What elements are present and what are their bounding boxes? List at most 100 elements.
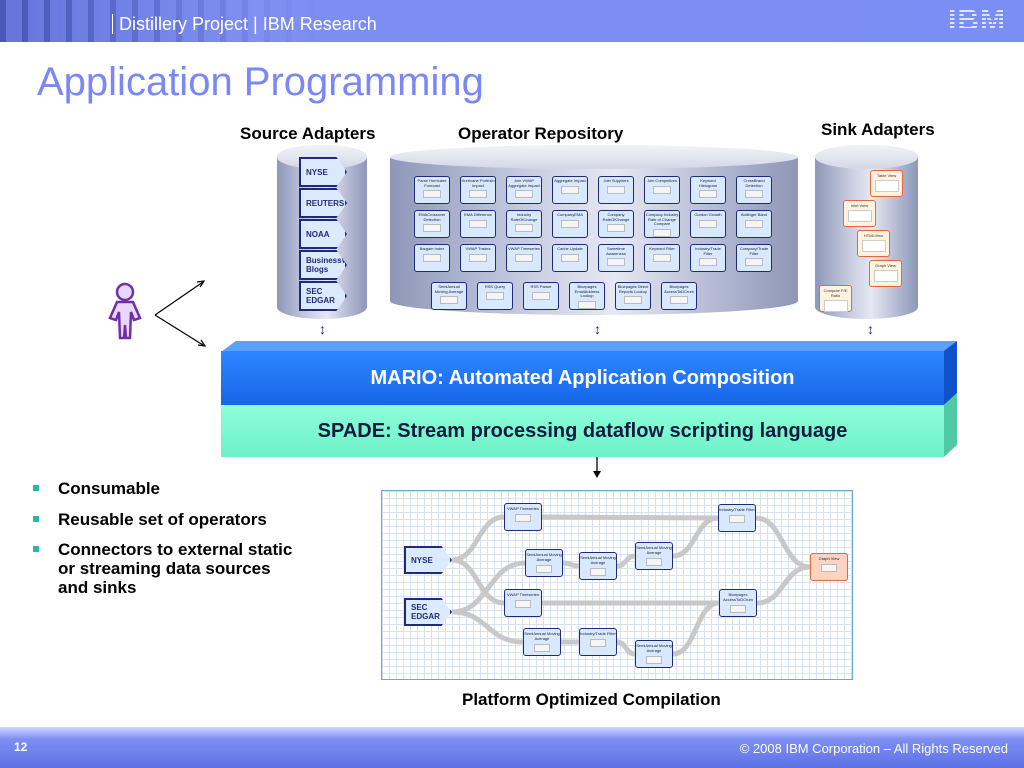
- operator-thumbnail-icon: [624, 296, 642, 304]
- flow-edge: [541, 514, 719, 521]
- operator-thumbnail-icon: [561, 219, 579, 228]
- flow-node-label: SemiAnnual Moving Average: [636, 545, 672, 555]
- flow-node-label: SemiAnnual Moving Average: [580, 555, 616, 565]
- operator-tile-label: RSS Parser: [530, 284, 552, 289]
- operator-thumbnail-icon: [745, 190, 763, 198]
- operator-tile-label: Join Suppliers: [603, 178, 629, 183]
- flow-node-label: SemiAnnual Moving Average: [636, 643, 672, 653]
- operator-tile-label: Bluepages Direct Reports Lookup: [617, 284, 649, 294]
- flow-edge: [755, 515, 811, 570]
- header-project: Distillery Project | IBM Research: [112, 14, 377, 34]
- operator-thumbnail-icon: [745, 219, 763, 228]
- source-adapter: NYSE: [299, 157, 347, 187]
- operator-tile: VWAP Timeseries: [506, 244, 542, 272]
- operator-tile: EMA Difference: [460, 210, 496, 238]
- operator-thumbnail-icon: [653, 185, 671, 194]
- flow-node-label: Graph View: [818, 556, 840, 561]
- operator-tile-label: Cache Update: [557, 246, 583, 251]
- flow-node: SemiAnnual Moving Average: [525, 549, 563, 577]
- bullet-item: Consumable: [33, 479, 303, 498]
- source-adapter: SEC EDGAR: [299, 281, 347, 311]
- operator-tile-label: Join VWAP Aggregate Impact: [508, 178, 540, 188]
- operator-tile: CrossBrand Detection: [736, 176, 772, 204]
- source-adapter: BusinessWeek Blogs: [299, 250, 347, 280]
- operator-tile: Company/Trade Filter: [736, 244, 772, 272]
- operator-tile-label: Bluepages EmailAddress Lookup: [574, 284, 600, 298]
- source-adapter: REUTERS: [299, 188, 347, 218]
- sink-adapter-label: Intel View: [850, 203, 869, 208]
- source-adapter-label: REUTERS: [306, 198, 345, 208]
- bullet-item: Connectors to external static or streami…: [33, 540, 303, 597]
- flow-edge: [672, 515, 719, 559]
- footer-bar: [0, 727, 1024, 768]
- flow-node: Graph View: [810, 553, 848, 581]
- sink-adapter: Graph View: [869, 260, 902, 287]
- operator-tile: Keyword Histogram: [690, 176, 726, 204]
- updown-arrow-icon: ↕: [594, 321, 601, 337]
- operator-tile-label: Hurricane Portfolio Impact: [461, 178, 495, 188]
- node-thumbnail-icon: [590, 639, 606, 647]
- operator-tile-label: Bargain Index: [419, 246, 445, 251]
- sink-adapter: Table View: [870, 170, 903, 197]
- flow-node: Industry/Trade Filter: [718, 504, 756, 532]
- source-adapters-label: Source Adapters: [240, 124, 376, 143]
- operator-thumbnail-icon: [532, 291, 550, 300]
- ibm-logo: IBM: [948, 6, 1016, 36]
- mario-bar: MARIO: Automated Application Composition: [221, 351, 944, 405]
- operator-thumbnail-icon: [607, 258, 625, 266]
- operator-tile-label: Industry RateOfChange: [510, 212, 538, 222]
- sink-adapter-label: Table View: [876, 173, 897, 178]
- operator-tile: Sametime Awareness: [598, 244, 634, 272]
- sink-adapter: HTMLView: [857, 230, 890, 257]
- operator-tile-label: Sametime Awareness: [606, 246, 626, 256]
- header-bar: Distillery Project | IBM Research: [0, 0, 1024, 42]
- flow-node-label: SemiAnnual Moving Average: [524, 631, 560, 641]
- operator-tile: Bluepages EmailAddress Lookup: [569, 282, 605, 310]
- operator-thumbnail-icon: [670, 296, 688, 304]
- flow-node: SemiAnnual Moving Average: [635, 542, 673, 570]
- operator-tile: Hurricane Portfolio Impact: [460, 176, 496, 204]
- node-thumbnail-icon: [534, 644, 550, 652]
- operator-tile-label: Aggregate Impact: [554, 178, 586, 183]
- operator-thumbnail-icon: [423, 190, 441, 198]
- operator-thumbnail-icon: [469, 219, 487, 228]
- operator-thumbnail-icon: [486, 291, 504, 300]
- flow-node: SemiAnnual Moving Average: [635, 640, 673, 668]
- operator-tile-label: CompanyEMA: [557, 212, 583, 217]
- flow-source: NYSE: [404, 546, 452, 574]
- operator-tile-label: EMA Difference: [464, 212, 492, 217]
- operator-tile-label: CrossBrand Detection: [743, 178, 765, 188]
- operator-tile: CompanyEMA: [552, 210, 588, 238]
- updown-arrow-icon: ↕: [867, 321, 874, 337]
- operator-tile-label: SemiAnnual Moving Average: [434, 284, 464, 294]
- flow-node: SemiAnnual Moving Average: [523, 628, 561, 656]
- flow-source: SEC EDGAR: [404, 598, 452, 626]
- sink-adapter-label: Graph View: [875, 263, 896, 268]
- flow-edge: [616, 553, 636, 569]
- operator-tile: Join Competitors: [644, 176, 680, 204]
- source-adapter-label: BusinessWeek Blogs: [306, 256, 363, 274]
- operator-tile-label: VWAP Trades: [465, 246, 491, 251]
- flow-edge: [451, 609, 524, 645]
- operator-repository-label: Operator Repository: [458, 124, 624, 143]
- operator-tile: Aggregate Impact: [552, 176, 588, 204]
- operator-tile: Bluepages Direct Reports Lookup: [615, 282, 651, 310]
- arrow-icons: [154, 280, 207, 347]
- operator-tile-label: Join Competitors: [646, 178, 677, 183]
- sink-adapter-label: Compute P/E Ratio: [823, 288, 848, 298]
- sink-adapters-label: Sink Adapters: [821, 120, 935, 139]
- mario-bar-side: [944, 341, 957, 405]
- operator-thumbnail-icon: [440, 296, 458, 304]
- operator-thumbnail-icon: [469, 190, 487, 198]
- flow-node: Bluepages AccessToDCrum: [719, 589, 757, 617]
- flow-edge: [616, 639, 636, 657]
- operator-tile-label: Keyword Histogram: [698, 178, 718, 188]
- operator-thumbnail-icon: [423, 224, 441, 232]
- operator-tile-label: RSS Query: [484, 284, 506, 289]
- operator-thumbnail-icon: [699, 258, 717, 266]
- flow-node-label: SemiAnnual Moving Average: [526, 552, 562, 562]
- sink-thumbnail-icon: [847, 210, 872, 222]
